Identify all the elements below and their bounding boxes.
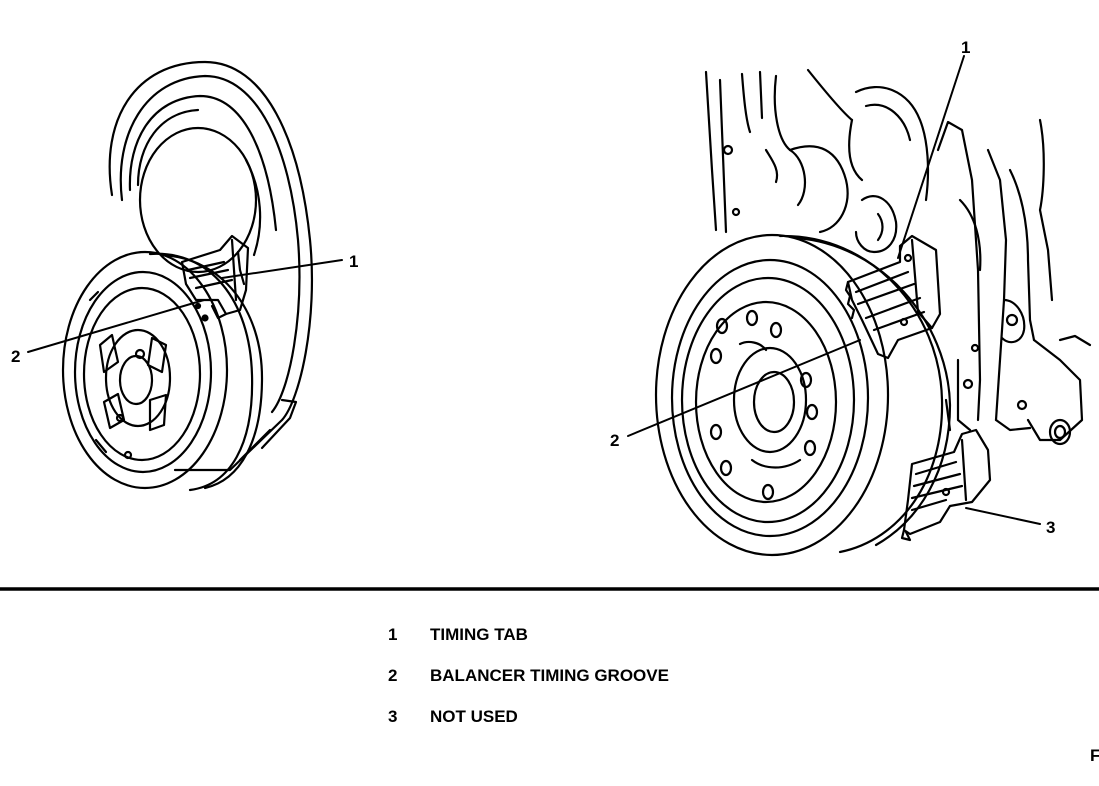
legend-label: NOT USED bbox=[430, 706, 518, 726]
left-leader-lines bbox=[27, 259, 343, 353]
right-callout-1: 1 bbox=[961, 38, 970, 57]
legend-label: TIMING TAB bbox=[430, 624, 528, 644]
right-engine-illustration bbox=[654, 68, 1092, 557]
legend-label: BALANCER TIMING GROOVE bbox=[430, 665, 669, 685]
legend-number: 1 bbox=[388, 624, 398, 644]
left-timing-cover bbox=[108, 60, 314, 472]
right-balancer-hub bbox=[732, 346, 808, 454]
left-cover-bore bbox=[138, 126, 258, 274]
corner-figure-code: F bbox=[1090, 746, 1099, 765]
legend-number: 3 bbox=[388, 706, 398, 726]
right-leader-lines bbox=[627, 55, 1041, 525]
right-balancer-outer bbox=[654, 233, 890, 557]
left-callout-1: 1 bbox=[349, 252, 358, 271]
right-callout-3: 3 bbox=[1046, 518, 1055, 537]
left-balancer-outer bbox=[61, 250, 229, 490]
legend-item: 1 TIMING TAB bbox=[384, 624, 669, 645]
right-callout-2: 2 bbox=[610, 431, 619, 450]
legend-number: 2 bbox=[388, 665, 398, 685]
left-engine-illustration bbox=[61, 60, 314, 492]
left-balancer-hub bbox=[104, 328, 172, 428]
right-engine-block bbox=[704, 70, 728, 234]
right-timing-tab bbox=[846, 234, 942, 360]
left-cover-inner-edge bbox=[119, 74, 301, 414]
legend-item: 3 NOT USED bbox=[384, 706, 669, 727]
left-callout-2: 2 bbox=[11, 347, 20, 366]
left-timing-tab bbox=[180, 234, 250, 316]
legend-item: 2 BALANCER TIMING GROOVE bbox=[384, 665, 669, 686]
legend: 1 TIMING TAB 2 BALANCER TIMING GROOVE 3 … bbox=[384, 624, 669, 747]
